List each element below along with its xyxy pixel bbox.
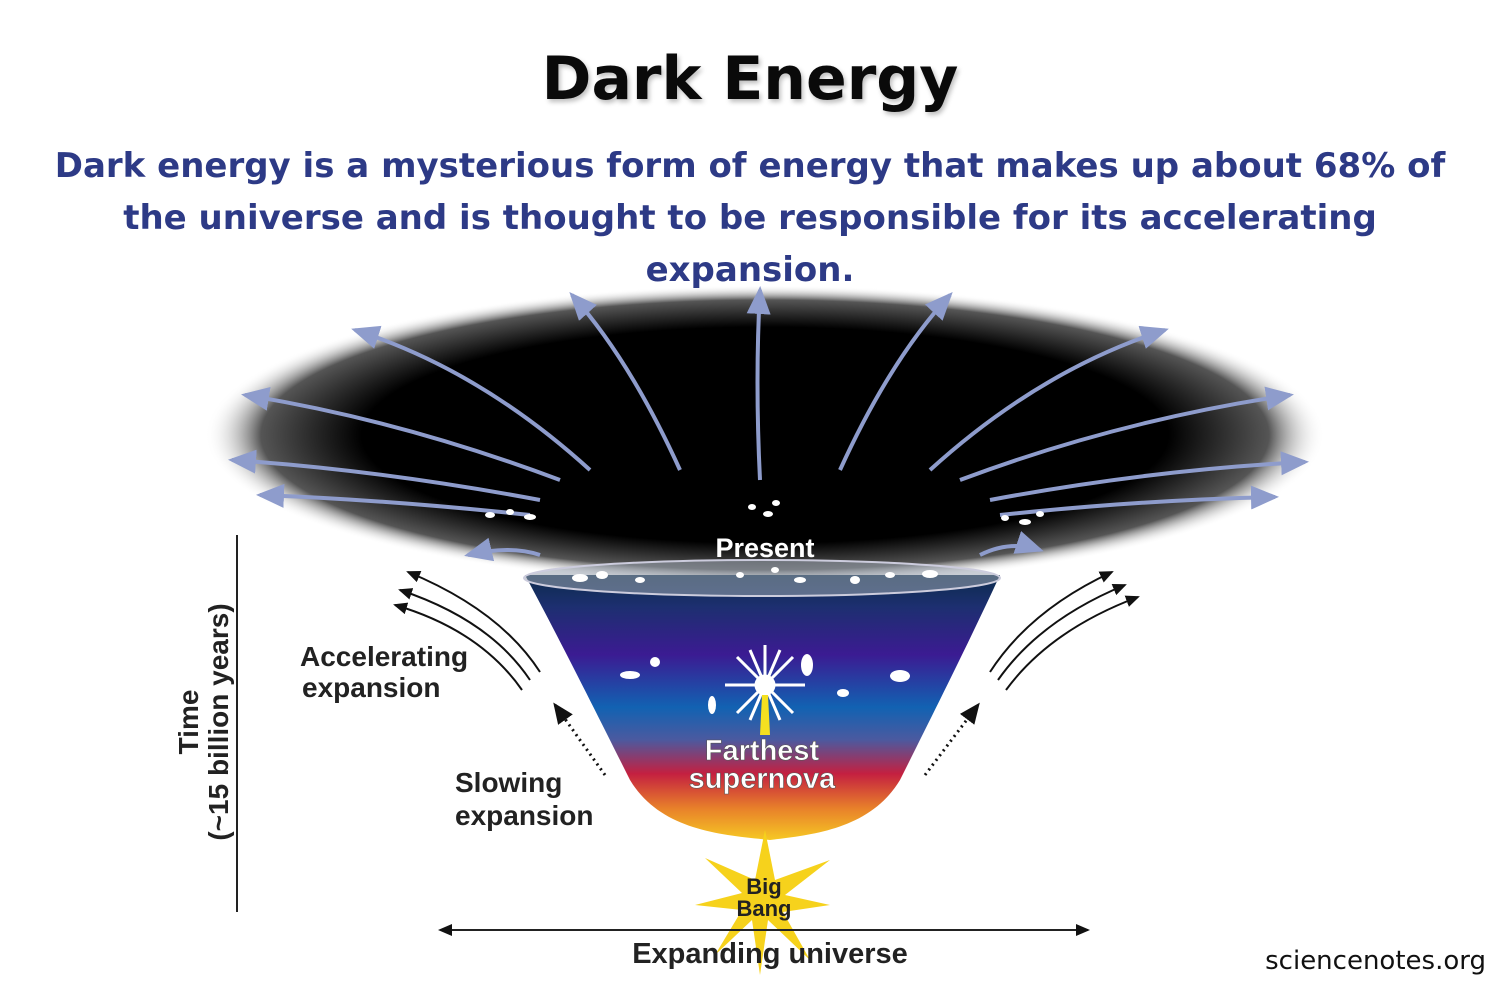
supernova-star-icon	[725, 645, 805, 735]
page-title: Dark Energy	[541, 44, 959, 114]
present-galaxy-disk	[523, 559, 1001, 597]
big-bang-label-2: Bang	[737, 896, 792, 921]
accelerating-label-2: expansion	[302, 672, 440, 703]
galaxies	[485, 500, 1044, 714]
source-credit: sciencenotes.org	[1265, 946, 1486, 976]
slowing-arrows	[553, 702, 980, 776]
expansion-arrows	[228, 286, 1309, 562]
accelerating-label-1: Accelerating	[300, 641, 468, 672]
supernova-label-2: supernova	[689, 763, 837, 795]
accelerating-arrows-right	[989, 571, 1140, 691]
supernova-label-1: Farthest	[705, 735, 820, 767]
big-bang-label-1: Big	[746, 874, 781, 899]
time-axis-label-1: Time	[173, 690, 204, 755]
present-label: Present	[715, 533, 814, 563]
slowing-label-1: Slowing	[455, 767, 562, 798]
expanding-universe-label: Expanding universe	[632, 938, 908, 970]
time-axis-label-2: (~15 billion years)	[203, 603, 234, 840]
page-subtitle: Dark energy is a mysterious form of ener…	[54, 146, 1446, 290]
accelerating-arrows-left	[393, 571, 541, 691]
slowing-label-2: expansion	[455, 800, 593, 831]
big-bang-burst-icon	[695, 830, 830, 975]
